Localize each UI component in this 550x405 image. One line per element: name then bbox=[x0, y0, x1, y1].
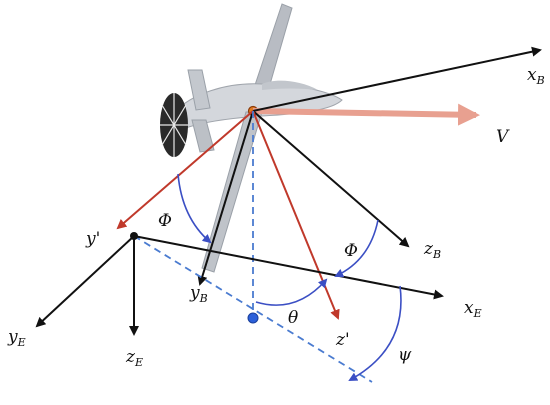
psi-arc bbox=[348, 285, 402, 381]
xE-axis bbox=[133, 235, 444, 300]
yprime-axis bbox=[116, 110, 254, 230]
label-V: V bbox=[496, 127, 510, 147]
label-xE: xE bbox=[464, 298, 482, 320]
label-yB: yB bbox=[189, 283, 208, 305]
yE-axis bbox=[35, 235, 135, 328]
label-yprime: y' bbox=[85, 229, 100, 249]
zprime-axis bbox=[252, 110, 340, 320]
xE-projection-line bbox=[133, 235, 373, 383]
label-phi-right: Φ bbox=[344, 241, 358, 261]
label-yE: yE bbox=[7, 327, 26, 349]
label-zB: zB bbox=[423, 239, 441, 261]
phi-arc-left bbox=[177, 173, 212, 244]
label-zprime: z' bbox=[335, 330, 350, 350]
yB-axis bbox=[197, 110, 254, 286]
xB-axis bbox=[252, 46, 542, 112]
velocity-vector bbox=[252, 103, 480, 126]
zB-axis bbox=[252, 110, 410, 248]
label-theta: θ bbox=[288, 308, 298, 328]
phi-arc-right bbox=[334, 219, 379, 278]
uav-aircraft-icon bbox=[160, 3, 343, 273]
theta-arc bbox=[255, 278, 328, 306]
label-phi-left: Φ bbox=[158, 211, 172, 231]
projection-point bbox=[247, 312, 259, 324]
label-psi: ψ bbox=[398, 345, 412, 365]
label-xB: xB bbox=[527, 65, 545, 87]
label-zE: zE bbox=[125, 347, 143, 369]
